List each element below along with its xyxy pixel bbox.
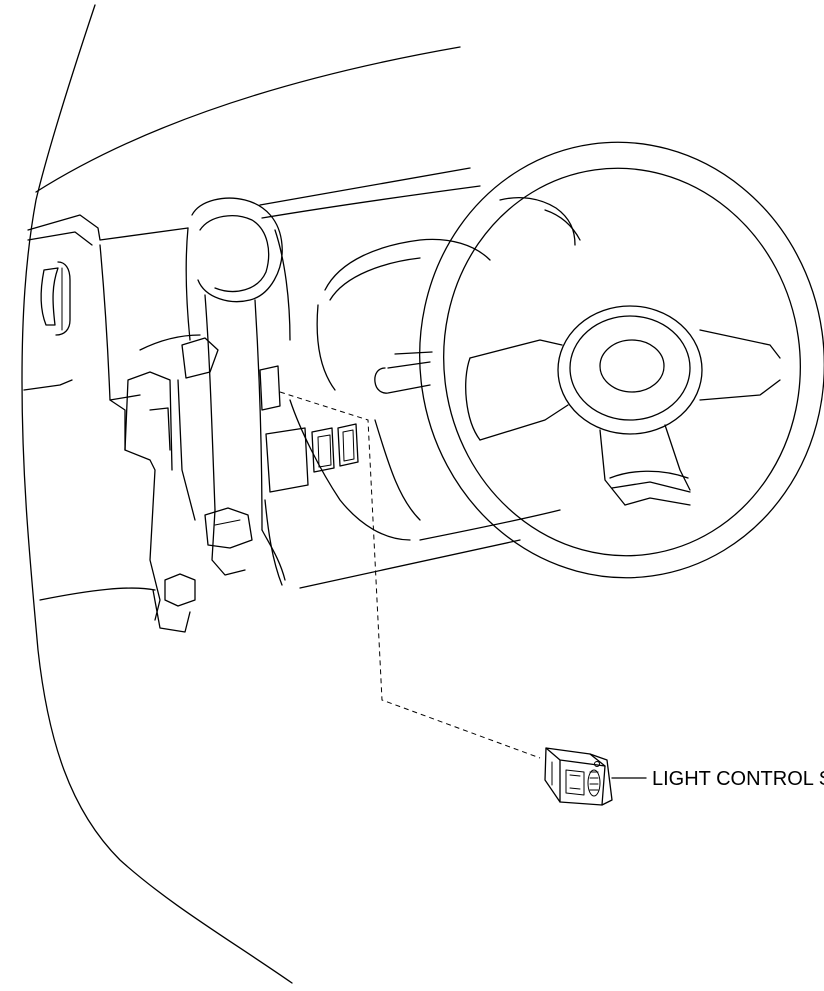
dashboard-panel — [23, 167, 561, 601]
lower-dash — [264, 399, 421, 586]
steering-column-housing — [191, 197, 291, 581]
steering-wheel-rim-inner — [443, 167, 801, 557]
cluster-hood — [316, 197, 581, 391]
body-outline — [21, 4, 461, 984]
dimmer-dial — [587, 769, 601, 797]
light-switch-slot — [259, 365, 281, 411]
leader-line — [279, 391, 541, 759]
left-side-vent — [40, 261, 71, 336]
center-stack — [99, 227, 253, 633]
switch-panel — [259, 365, 359, 493]
combination-switch-lever — [374, 351, 433, 394]
light-control-switch — [544, 747, 613, 806]
horn-pad — [599, 339, 665, 393]
steering-wheel-rim-outer — [419, 141, 824, 579]
steering-wheel — [419, 141, 824, 579]
steering-hub-outer — [557, 305, 703, 435]
callout-label: LIGHT CONTROL SWITCH — [652, 768, 824, 790]
